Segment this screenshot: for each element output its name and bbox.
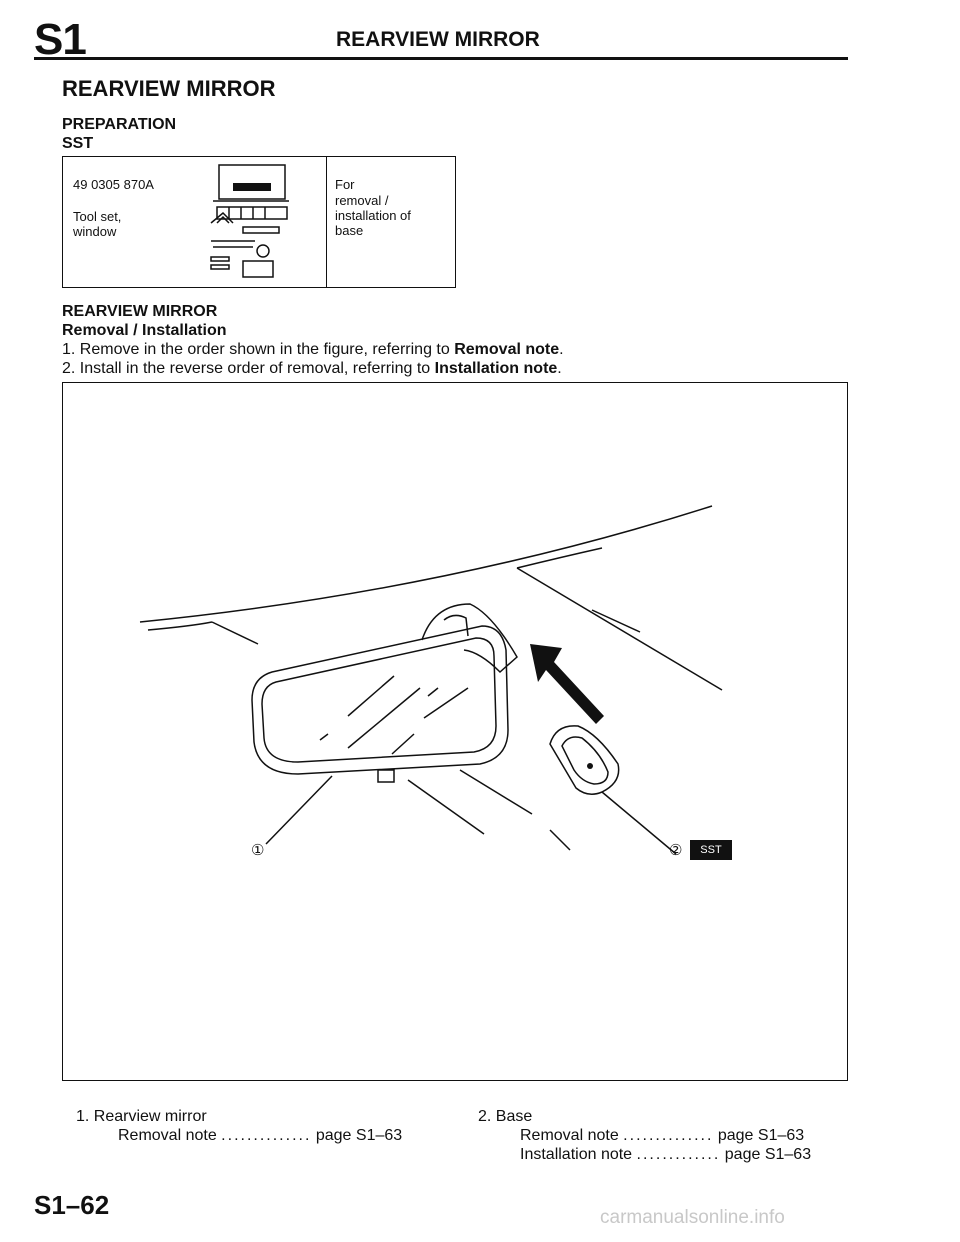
legend-item-2-note1-page: page S1–63 [717,1127,805,1144]
section-code: S1 [34,15,87,64]
callout-1: ① [251,842,265,859]
step-1-end: . [559,341,564,358]
figure-frame [62,382,848,1081]
step-2-number: 2. [62,360,76,377]
step-1-number: 1. [62,341,76,358]
legend-item-2-note1-label: Removal note [520,1127,619,1144]
sst-badge: SST [690,840,732,860]
step-2-text: Install in the reverse order of removal,… [79,360,435,377]
legend-item-1-dots: .............. [221,1127,312,1144]
page-title: REARVIEW MIRROR [62,76,276,101]
legend-item-1-label: 1. Rearview mirror [76,1108,207,1125]
procedure-heading: REARVIEW MIRROR [62,303,218,320]
step-2: 2. Install in the reverse order of remov… [62,359,562,378]
watermark: carmanualsonline.info [600,1207,785,1228]
table-divider [326,157,327,287]
legend-item-2-note2-label: Installation note [520,1146,633,1163]
mirror-illustration [139,505,723,855]
sst-heading: SST [62,135,94,152]
sst-table: 49 0305 870A Tool set, window For remova… [62,156,456,288]
legend-item-2-note2-page: page S1–63 [724,1146,812,1163]
tool-purpose-line1: For [335,177,355,192]
tool-purpose-line3: installation of [335,208,411,223]
preparation-heading: PREPARATION [62,116,177,133]
tool-name-line2: window [73,224,117,239]
step-1-text: Remove in the order shown in the figure,… [79,341,455,358]
header-title: REARVIEW MIRROR [336,28,540,51]
header-rule [34,57,848,60]
procedure-subheading: Removal / Installation [62,322,227,339]
tool-set-illustration [210,164,289,278]
step-1-ref: Removal note [454,341,560,358]
tool-purpose-line2: removal / [335,193,389,208]
tool-number: 49 0305 870A [73,177,154,192]
legend-item-1-page: page S1–63 [315,1127,403,1144]
legend-item-2-note1: Removal note .............. page S1–63 [520,1126,804,1145]
tool-name-line1: Tool set, [73,209,122,224]
page-number: S1–62 [34,1190,110,1220]
callout-2: ② [669,842,683,859]
step-1: 1. Remove in the order shown in the figu… [62,340,564,359]
legend-item-1-note-label: Removal note [118,1127,217,1144]
legend-item-2-note1-dots: .............. [623,1127,714,1144]
legend-item-1-note: Removal note .............. page S1–63 [118,1126,402,1145]
tool-purpose-line4: base [335,223,364,238]
legend-item-2-label: 2. Base [478,1108,533,1125]
step-2-ref: Installation note [434,360,558,377]
step-2-end: . [557,360,562,377]
legend-item-2-note2-dots: ............. [636,1146,721,1163]
legend-item-2-note2: Installation note ............. page S1–… [520,1145,811,1164]
